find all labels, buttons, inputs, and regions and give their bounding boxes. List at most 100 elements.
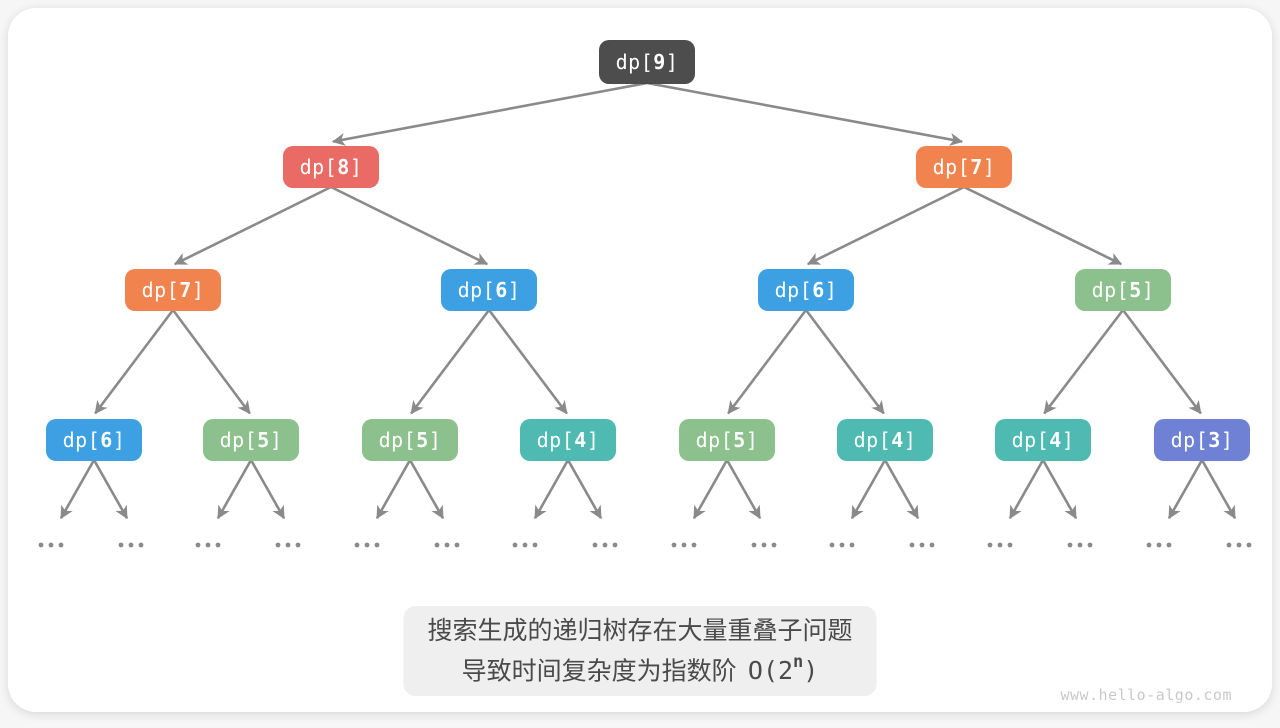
tree-node-dp9: dp[9]: [599, 40, 695, 84]
node-label-value: 5: [257, 428, 270, 452]
node-label-suffix: ]: [507, 278, 521, 302]
ellipsis-dots: [512, 542, 538, 548]
complexity-open: O(2: [747, 656, 794, 686]
tree-edge: [806, 185, 965, 266]
tree-edge: [1043, 309, 1125, 415]
tree-edge: [331, 81, 648, 146]
node-label-value: 6: [100, 428, 113, 452]
ellipsis-dots: [1226, 542, 1252, 548]
tree-edge: [727, 309, 808, 415]
node-label-value: 6: [495, 278, 508, 302]
node-label-suffix: ]: [1141, 278, 1155, 302]
caption-box: 搜索生成的递归树存在大量重叠子问题 导致时间复杂度为指数阶 O(2n): [403, 606, 877, 697]
tree-node-dp5: dp[5]: [203, 419, 299, 461]
tree-edge: [1121, 309, 1202, 415]
node-label-prefix: dp[: [615, 50, 654, 74]
tree-node-dp7: dp[7]: [916, 146, 1012, 188]
node-label-prefix: dp[: [219, 428, 258, 452]
node-label-value: 9: [653, 50, 666, 74]
tree-edge: [1200, 459, 1237, 520]
tree-node-dp6: dp[6]: [758, 269, 854, 311]
node-label-value: 8: [337, 155, 350, 179]
tree-node-dp7: dp[7]: [125, 269, 221, 311]
ellipsis-dots: [671, 542, 697, 548]
ellipsis-dots: [354, 542, 380, 548]
tree-node-dp6: dp[6]: [441, 269, 537, 311]
edge-layer: [38, 81, 1252, 548]
caption-line1: 搜索生成的递归树存在大量重叠子问题: [427, 617, 853, 645]
tree-edge: [249, 459, 286, 520]
ellipsis-dots: [1067, 542, 1093, 548]
tree-node-dp4: dp[4]: [837, 419, 933, 461]
caption-line2: 导致时间复杂度为指数阶 O(2n): [427, 648, 852, 688]
node-label-prefix: dp[: [378, 428, 417, 452]
node-label-prefix: dp[: [1170, 428, 1209, 452]
tree-edge: [59, 459, 96, 520]
node-label-value: 7: [179, 278, 192, 302]
tree-edge: [410, 309, 491, 415]
node-label-suffix: ]: [665, 50, 679, 74]
node-label-value: 5: [416, 428, 429, 452]
node-label-prefix: dp[: [695, 428, 734, 452]
node-label-suffix: ]: [1061, 428, 1075, 452]
tree-node-dp5: dp[5]: [679, 419, 775, 461]
node-label-prefix: dp[: [1091, 278, 1130, 302]
ellipsis-dots: [275, 542, 301, 548]
node-label-value: 5: [733, 428, 746, 452]
watermark: www.hello-algo.com: [1060, 686, 1232, 704]
tree-edge: [804, 309, 885, 415]
tree-edge: [487, 309, 568, 415]
tree-edge: [408, 459, 445, 520]
tree-node-dp4: dp[4]: [520, 419, 616, 461]
ellipsis-dots: [909, 542, 935, 548]
tree-edge: [94, 309, 175, 415]
node-label-prefix: dp[: [932, 155, 971, 179]
ellipsis-dots: [195, 542, 221, 548]
tree-node-dp3: dp[3]: [1154, 419, 1250, 461]
tree-edge: [173, 185, 332, 266]
node-label-suffix: ]: [428, 428, 442, 452]
ellipsis-dots: [987, 542, 1013, 548]
node-label-prefix: dp[: [853, 428, 892, 452]
tree-edge: [533, 459, 570, 520]
tree-edge: [963, 185, 1123, 266]
complexity-notation: O(2n): [747, 652, 819, 686]
node-label-value: 4: [1049, 428, 1062, 452]
node-label-value: 4: [574, 428, 587, 452]
node-label-value: 5: [1129, 278, 1142, 302]
tree-node-dp6: dp[6]: [46, 419, 142, 461]
ellipsis-dots: [829, 542, 855, 548]
tree-edge: [1167, 459, 1204, 520]
node-label-suffix: ]: [903, 428, 917, 452]
tree-edge: [330, 185, 489, 266]
node-label-prefix: dp[: [62, 428, 101, 452]
node-label-suffix: ]: [586, 428, 600, 452]
tree-edge: [692, 459, 729, 520]
tree-edge: [375, 459, 412, 520]
node-label-suffix: ]: [269, 428, 283, 452]
node-label-value: 4: [891, 428, 904, 452]
tree-edge: [171, 309, 251, 415]
node-label-prefix: dp[: [1011, 428, 1050, 452]
node-label-prefix: dp[: [457, 278, 496, 302]
tree-node-dp8: dp[8]: [283, 146, 379, 188]
caption-line2-text: 导致时间复杂度为指数阶: [461, 657, 737, 686]
node-label-value: 3: [1208, 428, 1221, 452]
node-label-suffix: ]: [1220, 428, 1234, 452]
tree-node-dp5: dp[5]: [362, 419, 458, 461]
node-label-prefix: dp[: [536, 428, 575, 452]
tree-edge: [566, 459, 603, 520]
complexity-close: ): [803, 656, 819, 686]
ellipsis-dots: [38, 542, 64, 548]
recursion-tree-diagram: dp[9]dp[8]dp[7]dp[7]dp[6]dp[6]dp[5]dp[6]…: [8, 8, 1280, 728]
ellipsis-dots: [751, 542, 777, 548]
node-label-suffix: ]: [982, 155, 996, 179]
tree-edge: [850, 459, 887, 520]
ellipsis-dots: [434, 542, 460, 548]
tree-node-dp5: dp[5]: [1075, 269, 1171, 311]
node-label-suffix: ]: [191, 278, 205, 302]
figure-card: dp[9]dp[8]dp[7]dp[7]dp[6]dp[6]dp[5]dp[6]…: [8, 8, 1272, 712]
ellipsis-dots: [592, 542, 618, 548]
complexity-exponent: n: [793, 652, 804, 673]
node-label-suffix: ]: [824, 278, 838, 302]
